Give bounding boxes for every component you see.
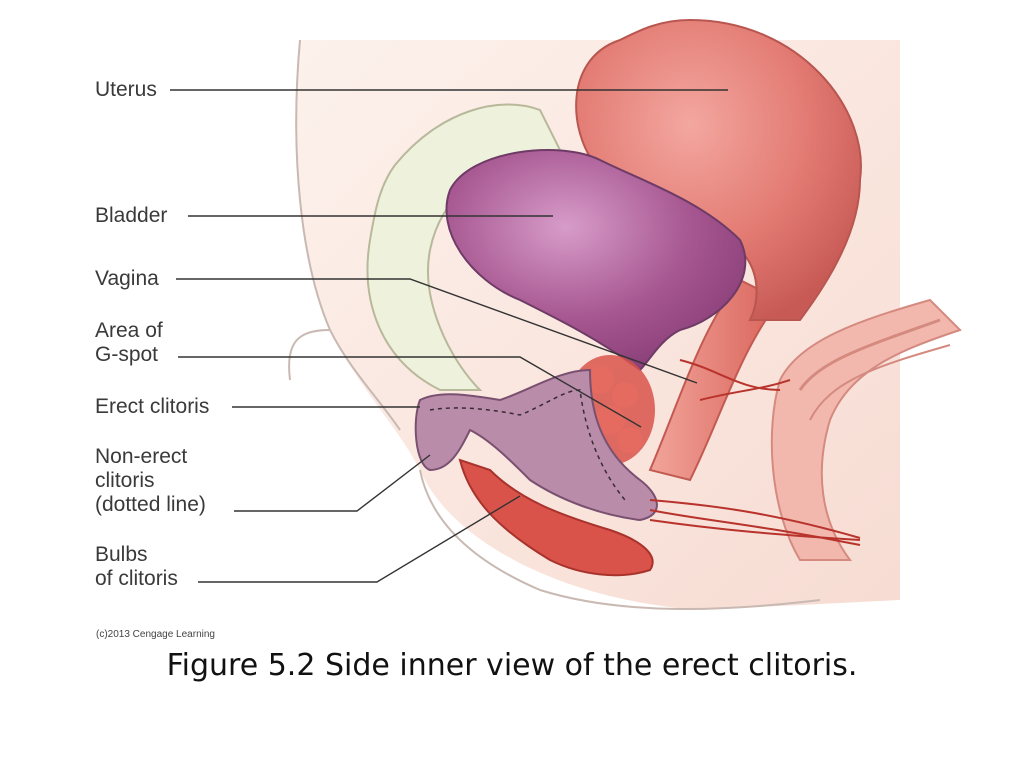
label-vagina: Vagina: [95, 267, 159, 290]
label-non-erect-clitoris: Non-erect clitoris (dotted line): [95, 445, 206, 516]
image-credit: (c)2013 Cengage Learning: [96, 629, 215, 640]
label-bulbs: Bulbs of clitoris: [95, 543, 178, 590]
bladder-shape: [445, 149, 747, 372]
leader-lines: [170, 89, 728, 583]
label-bladder: Bladder: [95, 204, 168, 227]
figure-caption: Figure 5.2 Side inner view of the erect …: [166, 648, 858, 683]
label-gspot: Area of G-spot: [95, 319, 163, 366]
label-erect-clitoris: Erect clitoris: [95, 395, 210, 418]
rectum: [770, 298, 962, 561]
pubic-bone: [366, 103, 562, 391]
clitoral-bulbs: [458, 458, 654, 577]
vessel-network: [649, 359, 861, 546]
label-uterus: Uterus: [95, 78, 157, 101]
clitoris-shape: [414, 368, 658, 522]
